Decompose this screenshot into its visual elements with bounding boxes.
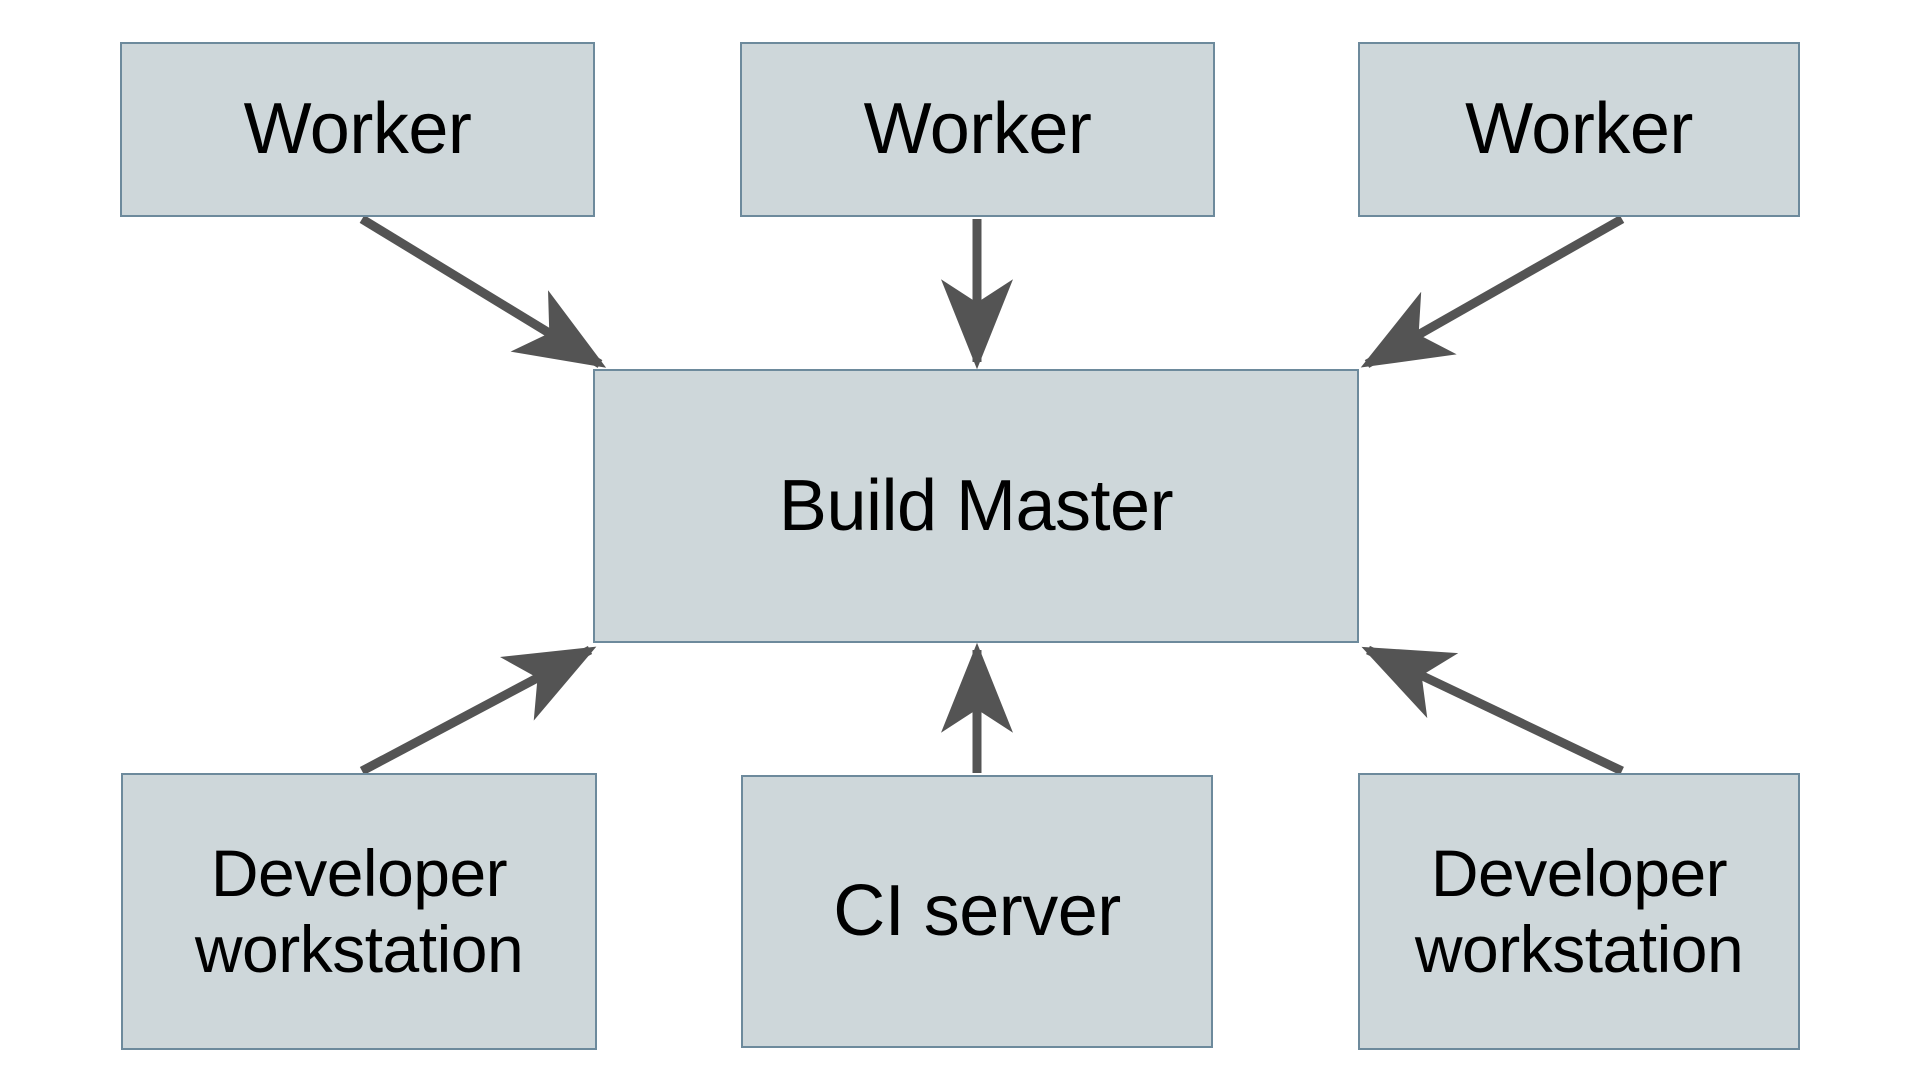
edge-dev-workstation-left-to-build-master <box>359 646 597 775</box>
node-worker-3[interactable]: Worker <box>1358 42 1800 217</box>
edge-worker-3-to-build-master <box>1360 215 1625 368</box>
edge-dev-workstation-right-to-build-master <box>1361 645 1624 776</box>
node-label-dev-workstation-left: Developer workstation <box>194 836 524 986</box>
node-worker-1[interactable]: Worker <box>120 42 595 217</box>
node-worker-2[interactable]: Worker <box>740 42 1215 217</box>
node-dev-workstation-left[interactable]: Developer workstation <box>121 773 597 1050</box>
node-label-dev-workstation-right: Developer workstation <box>1414 836 1744 986</box>
node-label-worker-2: Worker <box>863 89 1092 170</box>
node-label-ci-server: CI server <box>833 871 1121 952</box>
edge-worker-1-to-build-master <box>359 215 607 368</box>
node-ci-server[interactable]: CI server <box>741 775 1213 1048</box>
node-label-worker-3: Worker <box>1465 89 1693 170</box>
node-dev-workstation-right[interactable]: Developer workstation <box>1358 773 1800 1050</box>
node-label-worker-1: Worker <box>243 89 472 170</box>
node-label-build-master: Build Master <box>778 465 1174 546</box>
node-build-master[interactable]: Build Master <box>593 369 1359 643</box>
